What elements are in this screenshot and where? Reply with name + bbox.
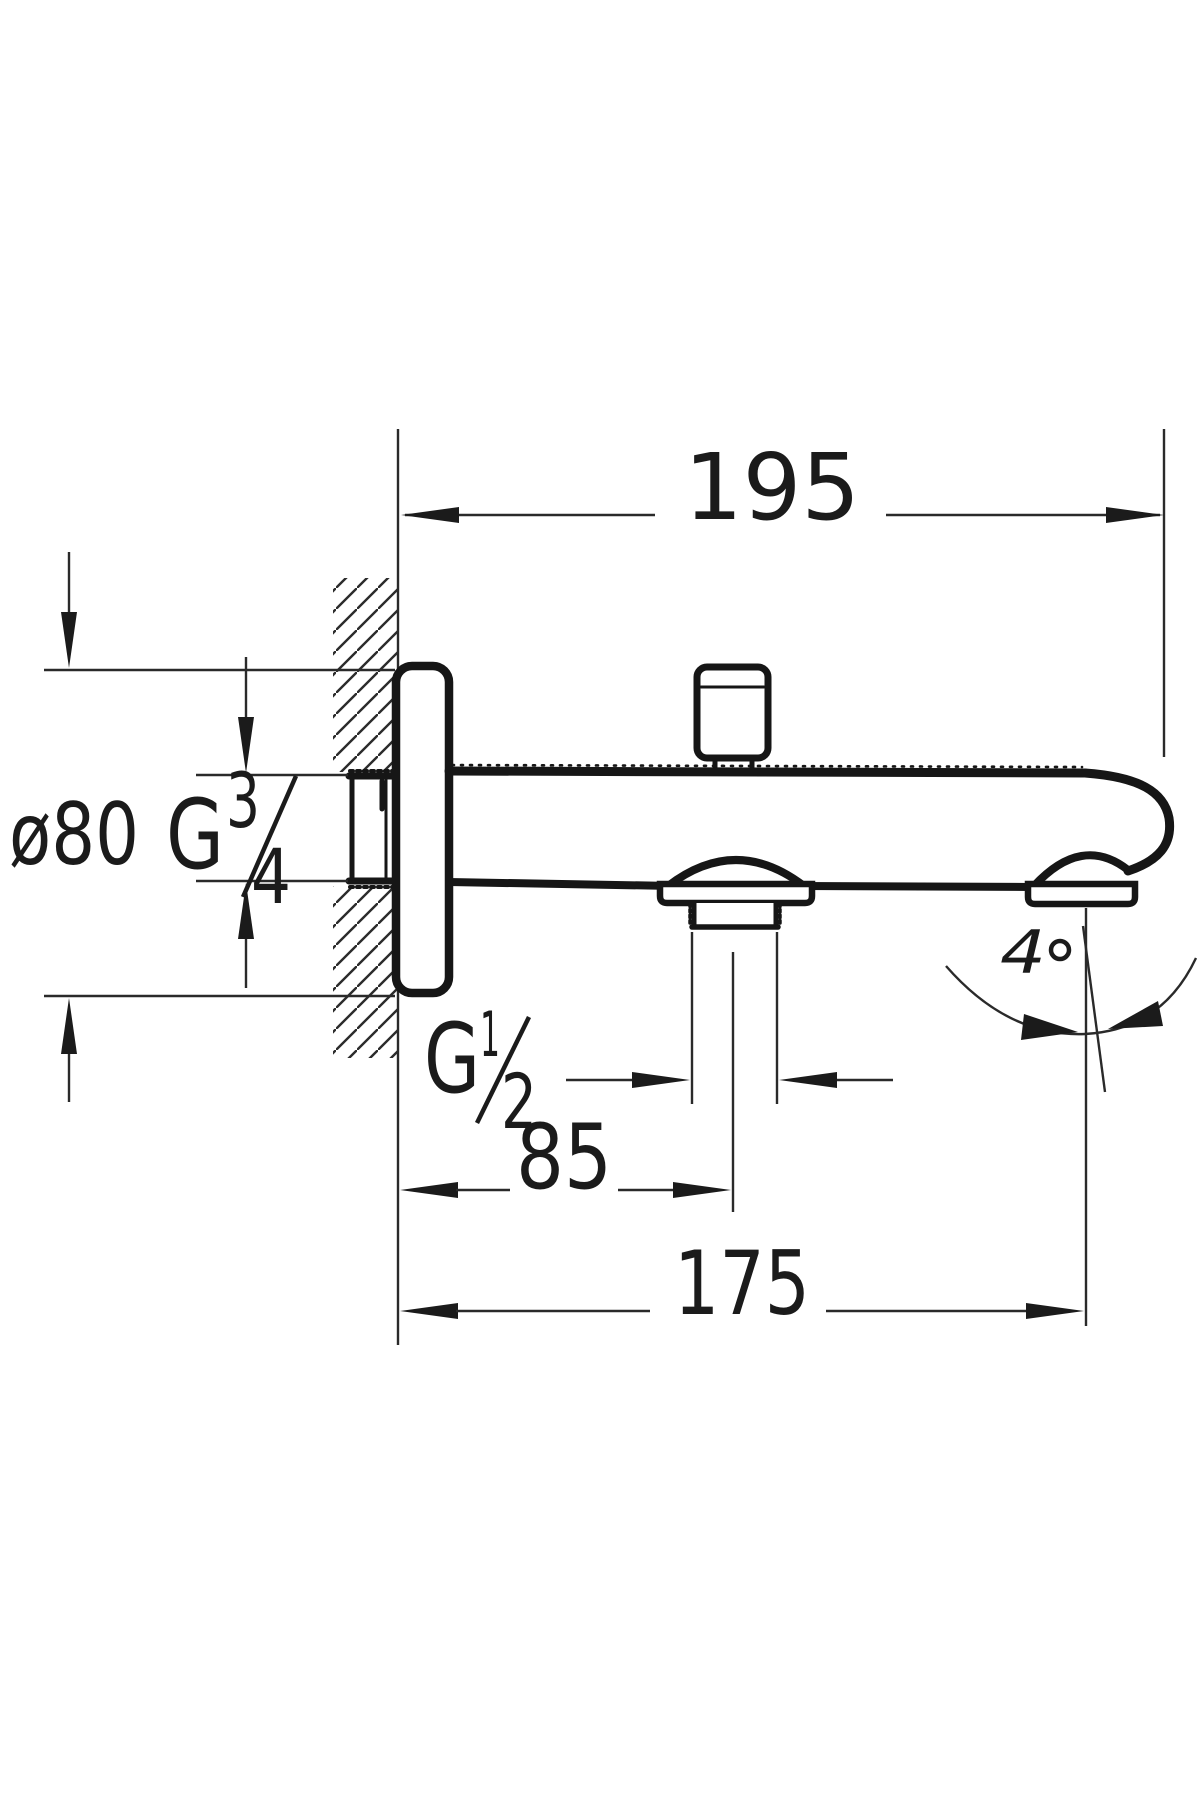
dim-85-label: 85 [516, 1105, 612, 1210]
spout-end-outline [1080, 768, 1175, 876]
wall-thread-stub-body [349, 773, 396, 884]
handshower-outlet [656, 856, 816, 930]
dim-195-arrow-right-icon [1106, 507, 1164, 523]
diverter-knob [693, 663, 772, 776]
angle-value-label: 4 [1000, 918, 1046, 988]
mounting-flange [391, 661, 454, 998]
handshower-outlet-base [656, 880, 816, 907]
dim-85-arrow-left-icon [400, 1182, 458, 1198]
spout-end-outlet [1024, 851, 1139, 908]
dim-195-label: 195 [684, 434, 860, 541]
dim-195-arrow-left-icon [401, 507, 459, 523]
spout-bottom-edge-right [796, 882, 1036, 891]
dim-80-arrow-bottom-icon [61, 998, 77, 1054]
dim-80-label: ø80 [9, 785, 139, 885]
dim-g12-arrow-left-icon [632, 1072, 690, 1088]
spout-top-edge [444, 766, 1090, 778]
handshower-outlet-dome [664, 856, 808, 890]
dimension-overall-length: 195 [401, 429, 1166, 757]
dim-g12-numerator: 1 [480, 998, 500, 1071]
dim-g12-letter: G [424, 1003, 480, 1115]
dim-g34-arrow-top-icon [238, 717, 254, 773]
spout-fixture [345, 661, 1175, 998]
dim-g34-fraction-slash [240, 775, 299, 898]
dim-g34-letter: G [166, 779, 224, 891]
dim-175-arrow-right-icon [1026, 1303, 1084, 1319]
dimension-outlet-reach: 175 [400, 908, 1088, 1335]
degree-symbol-icon [1048, 938, 1072, 962]
dim-g34-denominator: 4 [251, 832, 291, 921]
dim-175-label: 175 [674, 1232, 810, 1335]
wall-section [333, 429, 400, 1345]
dim-80-arrow-top-icon [61, 612, 77, 668]
diverter-knob-body [693, 663, 772, 762]
angle-arc [945, 957, 1198, 1036]
dim-g34-arrow-bottom-icon [238, 883, 254, 939]
dimension-flange-diameter: ø80 [9, 552, 395, 1102]
dim-g12-fraction-slash [474, 1016, 532, 1124]
wall-thread-stub [345, 769, 399, 889]
dim-85-arrow-right-icon [673, 1182, 731, 1198]
dim-175-arrow-left-icon [400, 1303, 458, 1319]
spout-end-outlet-dome [1030, 851, 1132, 890]
wall-hatch-upper [333, 578, 398, 772]
dim-g12-denominator: 2 [501, 1057, 537, 1146]
dimension-handshower-offset: 85 [400, 952, 735, 1212]
annotation-outlet-angle: 4 [945, 918, 1198, 1093]
angle-tilt-line [1081, 925, 1107, 1093]
dim-g34-numerator: 3 [226, 756, 260, 845]
wall-hatch-lower [333, 886, 398, 1058]
angle-arrow-right-icon [1108, 1001, 1163, 1029]
spout-bottom-edge-left [445, 878, 678, 890]
dimension-wall-thread: G 3 4 [166, 657, 348, 988]
dim-g12-arrow-right-icon [779, 1072, 837, 1088]
spout-end-outlet-base [1024, 880, 1139, 908]
angle-arrow-left-icon [1021, 1014, 1078, 1040]
dimension-handshower-thread: G 1 2 [424, 932, 893, 1146]
spout-top-edge-texture [450, 763, 1084, 769]
